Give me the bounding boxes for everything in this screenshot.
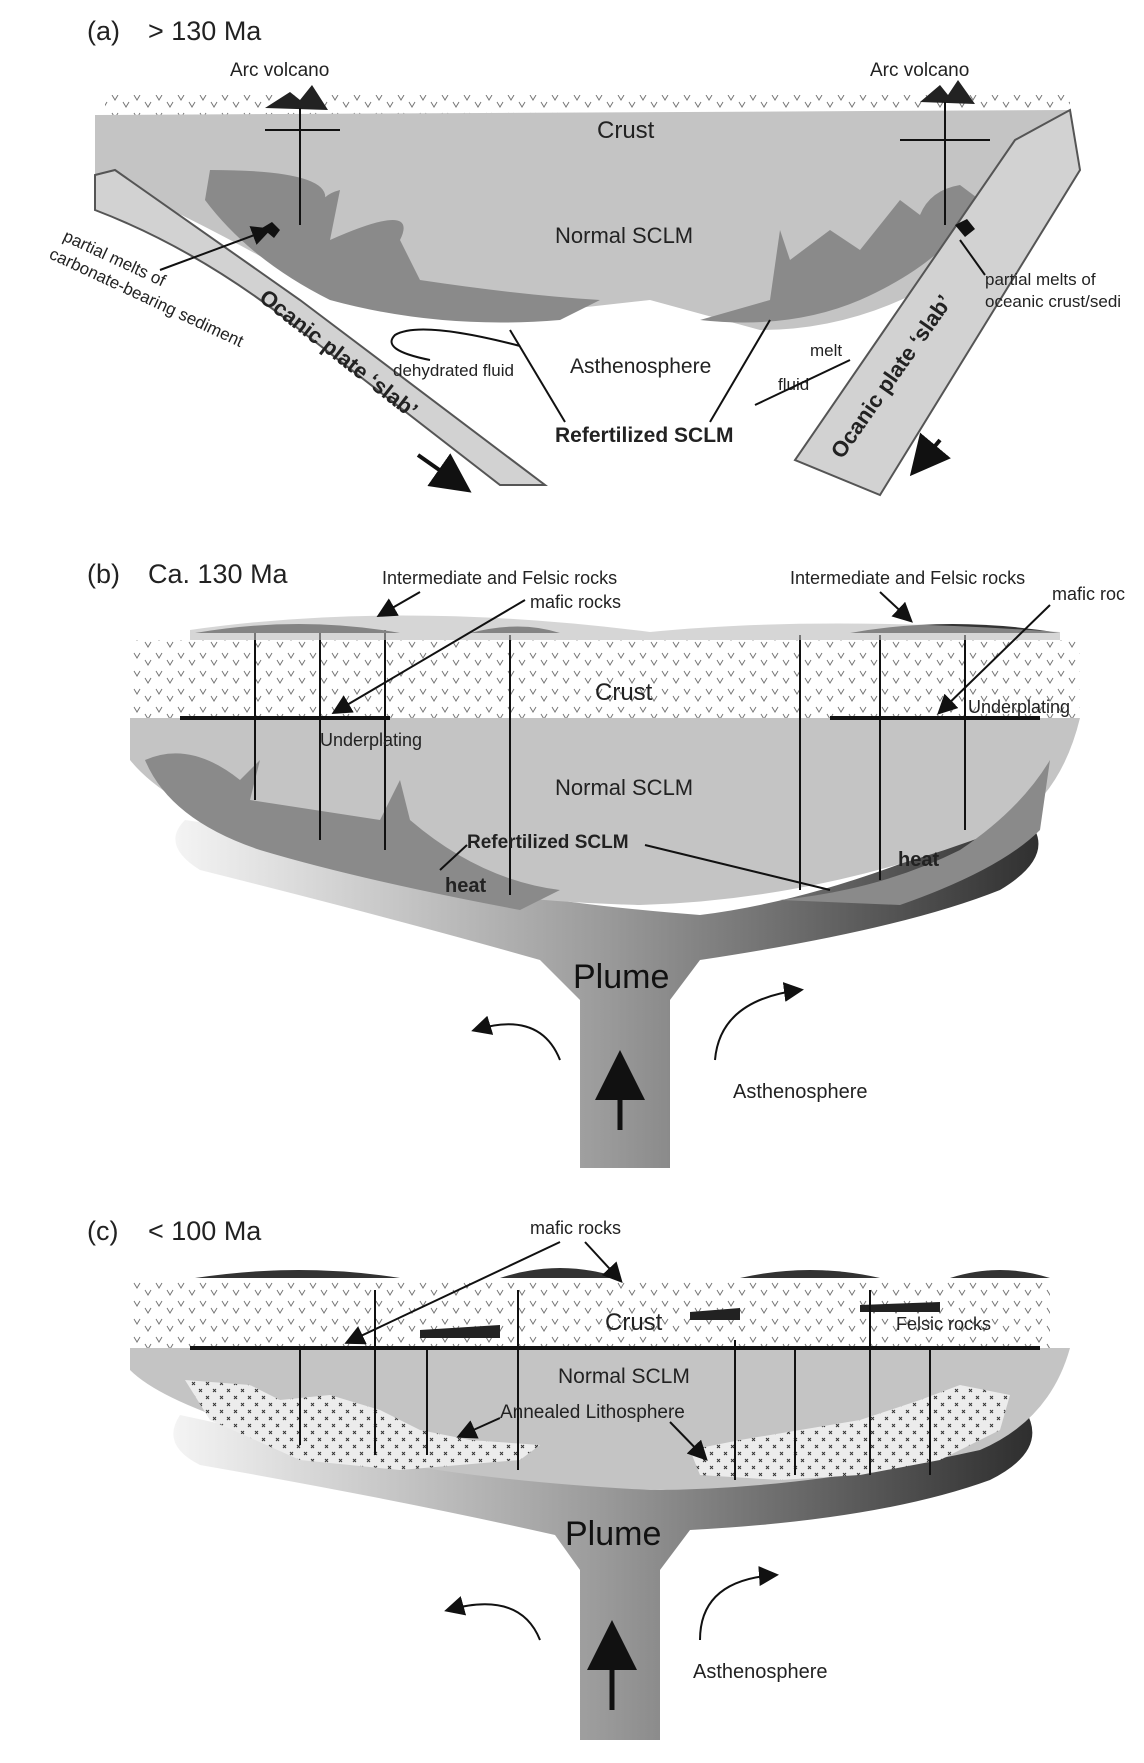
heat-label-left: heat (445, 875, 486, 897)
mafic-lava-flow (500, 1268, 620, 1278)
crust-layer (130, 1280, 1050, 1348)
annealed-lithosphere-label: Annealed Lithosphere (500, 1402, 685, 1423)
mafic-rocks-label-left: mafic rocks (530, 592, 621, 612)
partial-melts-right-line1: partial melts of (985, 270, 1096, 289)
slab-left (94, 168, 548, 486)
asthenosphere-label: Asthenosphere (693, 1661, 828, 1683)
intermediate-felsic-label-left: Intermediate and Felsic rocks (382, 568, 617, 588)
leader-arrow (937, 604, 1051, 715)
asthenosphere-flow-right (714, 982, 804, 1061)
mafic-lava-flow (740, 1270, 880, 1278)
leader-arrow (376, 591, 421, 617)
leader-arrow (159, 226, 272, 271)
refertilized-sclm-label: Refertilized SCLM (467, 832, 629, 853)
normal-sclm-label: Normal SCLM (555, 223, 693, 248)
leader-arrow (669, 1421, 708, 1461)
felsic-cover (190, 615, 1060, 640)
leader-line (644, 844, 831, 891)
leader-line (959, 239, 986, 276)
leader-arrow (584, 1241, 623, 1283)
partial-melt-blob (955, 219, 975, 237)
fluid-label: fluid (778, 375, 809, 394)
asthenosphere-flow-right (699, 1566, 779, 1641)
mafic-sill (420, 1325, 500, 1338)
panel-a-letter: (a) (87, 16, 120, 46)
refertilized-sclm-right (700, 185, 980, 323)
panel-a: (a) > 130 Ma Arc volcano Arc volcano Cru… (46, 16, 1121, 497)
arc-volcano-right-icon (920, 80, 975, 104)
panel-b-letter: (b) (87, 559, 120, 589)
panel-b-age: Ca. 130 Ma (148, 559, 289, 589)
refertilized-sclm-left (145, 753, 560, 910)
melt-label: melt (810, 341, 842, 360)
panel-c-age: < 100 Ma (148, 1216, 262, 1246)
mafic-lava-flow (195, 1270, 400, 1278)
leader-arrow (879, 591, 913, 623)
panel-c: (c) < 100 Ma mafic rocks Crust Felsic ro… (87, 1216, 1070, 1740)
arc-volcano-left-icon (265, 85, 328, 110)
crust-layer (130, 640, 1080, 718)
crust-label: Crust (605, 1309, 663, 1336)
leader-line (754, 359, 851, 406)
crust-label: Crust (595, 679, 653, 706)
plume-label: Plume (565, 1515, 661, 1553)
normal-sclm-label: Normal SCLM (555, 775, 693, 800)
arc-volcano-label-right: Arc volcano (870, 60, 969, 81)
felsic-rocks-label: Felsic rocks (896, 1314, 991, 1334)
partial-melt-blob (262, 222, 280, 238)
leader-arrow (331, 599, 526, 715)
leader-arrow (344, 1241, 561, 1345)
slab-right (793, 108, 1082, 497)
leader-arrow (456, 1417, 501, 1439)
arc-volcano-label-left: Arc volcano (230, 60, 329, 81)
mafic-lava-flow (950, 1270, 1050, 1278)
mafic-rocks-label-right: mafic roc (1052, 584, 1125, 604)
fluid-path (390, 328, 521, 361)
asthenosphere-label: Asthenosphere (733, 1081, 868, 1103)
underplating-label-right: Underplating (968, 697, 1070, 717)
mafic-sill (690, 1308, 740, 1320)
subduction-arrow-left (416, 453, 472, 493)
leader-line (509, 329, 566, 423)
asthenosphere-flow-left (444, 1596, 541, 1641)
leader-line (709, 319, 771, 423)
panel-a-age: > 130 Ma (148, 16, 262, 46)
normal-sclm-label: Normal SCLM (558, 1365, 690, 1388)
plume-body (173, 1404, 1033, 1740)
refertilized-sclm-label: Refertilized SCLM (555, 424, 734, 447)
heat-label-right: heat (898, 849, 939, 871)
crust-label: Crust (597, 117, 655, 144)
asthenosphere-flow-left (471, 1015, 561, 1061)
dehydrated-fluid-label: dehydrated fluid (393, 361, 514, 380)
leader-line (439, 844, 468, 871)
underplating-label-left: Underplating (320, 730, 422, 750)
refertilized-sclm-left (205, 170, 600, 323)
refertilized-sclm-right (780, 760, 1050, 905)
mafic-sill (860, 1302, 940, 1312)
panel-c-letter: (c) (87, 1216, 118, 1246)
plume-label: Plume (573, 958, 669, 996)
panel-b: (b) Ca. 130 Ma Intermediate and Felsic r… (87, 559, 1125, 1168)
annealed-lithosphere-left (185, 1380, 540, 1470)
subduction-arrow-right (909, 432, 951, 477)
mafic-rocks-label: mafic rocks (530, 1218, 621, 1238)
asthenosphere-label: Asthenosphere (570, 355, 711, 378)
plume-body (175, 820, 1039, 1168)
partial-melts-right-line2: oceanic crust/sedi (985, 292, 1121, 311)
intermediate-felsic-label-right: Intermediate and Felsic rocks (790, 568, 1025, 588)
